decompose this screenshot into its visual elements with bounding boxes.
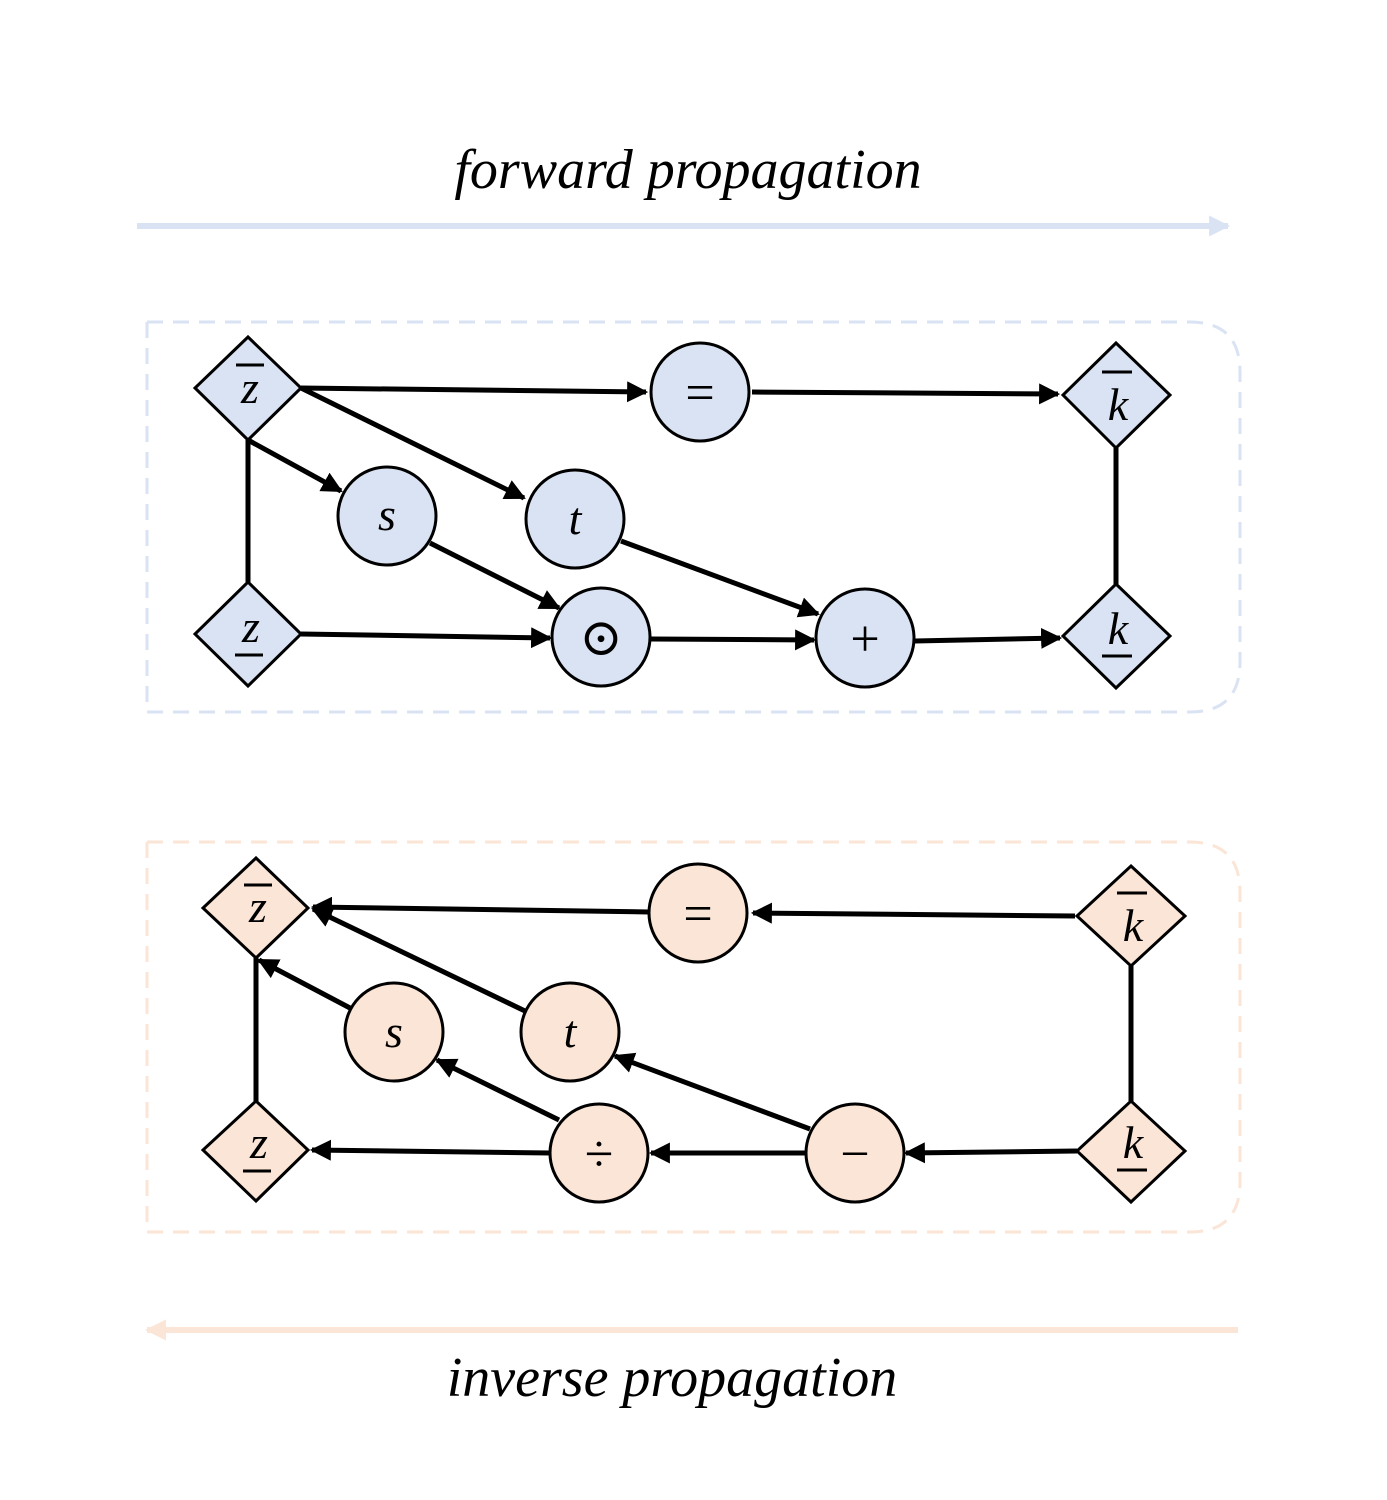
edge-zbot-odot: [300, 627, 553, 649]
circle-shape: [524, 468, 626, 570]
edge-t-ztop: [311, 906, 527, 1014]
node-kbot: k: [1060, 581, 1173, 691]
inverse-edges: [253, 896, 1134, 1164]
inv-node-label-t: t: [564, 1006, 578, 1057]
inv-node-label-eq: =: [683, 886, 712, 943]
inv-node-label-zbot: z: [249, 1117, 268, 1168]
node-zbot: z: [192, 579, 304, 689]
inv-node-div: ÷: [548, 1102, 650, 1204]
inv-node-label-ktop: k: [1123, 900, 1145, 951]
inv-node-minus: −: [804, 1102, 906, 1204]
edge-div-s: [435, 1057, 561, 1123]
inverse-section: z z k k s t = ÷: [144, 840, 1242, 1409]
inverse-frame: [145, 840, 1242, 1234]
circle-shape: [336, 465, 438, 567]
edge-div-zbot: [309, 1139, 551, 1161]
forward-edges: [245, 381, 1119, 651]
edge-t-plus: [620, 538, 820, 618]
diamond-shape: [200, 855, 311, 961]
forward-caption: forward propagation: [454, 139, 921, 201]
node-label-eq: =: [685, 365, 714, 422]
node-eq: =: [649, 341, 751, 443]
inv-node-ktop: k: [1074, 863, 1188, 969]
inv-node-label-ztop: z: [248, 881, 267, 932]
circle-shape: [548, 1102, 650, 1204]
edge-s-odot: [428, 540, 561, 611]
node-label-odot: ⊙: [579, 610, 623, 667]
inv-node-label-minus: −: [840, 1126, 869, 1183]
edge-ktop-eq: [750, 902, 1076, 924]
circle-shape: [519, 981, 621, 1083]
edge-minus-t: [613, 1052, 811, 1132]
edge-eq-ktop: [751, 383, 1061, 405]
circle-shape: [814, 587, 916, 689]
diamond-shape: [200, 1098, 311, 1204]
node-label-plus: +: [850, 611, 879, 668]
circle-shape: [804, 1102, 906, 1204]
node-t: t: [524, 468, 626, 570]
node-label-zbot: z: [241, 601, 260, 652]
node-label-t: t: [569, 493, 583, 544]
forward-section: forward propagation z z: [137, 139, 1242, 714]
inv-node-s: s: [343, 981, 445, 1083]
node-label-s: s: [378, 489, 396, 540]
circle-shape: [647, 862, 749, 964]
diamond-shape: [1074, 863, 1188, 969]
edge-ztop-t: [299, 385, 526, 501]
inv-node-zbot: z: [200, 1098, 311, 1204]
node-odot: ⊙: [550, 586, 652, 688]
edge-kbot-minus: [903, 1142, 1078, 1164]
circle-shape: [550, 586, 652, 688]
diamond-shape: [1060, 581, 1173, 691]
inv-node-ztop: z: [200, 855, 311, 961]
forward-frame: [145, 320, 1242, 714]
edge-ztop-s: [246, 437, 343, 494]
diamond-shape: [1060, 340, 1173, 451]
inv-node-label-kbot: k: [1123, 1117, 1145, 1168]
circle-shape: [343, 981, 445, 1083]
node-label-ktop: k: [1108, 379, 1130, 430]
diamond-shape: [192, 579, 304, 689]
node-label-kbot: k: [1108, 603, 1130, 654]
edge-plus-kbot: [914, 627, 1063, 649]
inv-node-label-s: s: [385, 1006, 403, 1057]
inverse-caption: inverse propagation: [447, 1347, 898, 1409]
edge-s-ztop: [257, 957, 352, 1011]
node-plus: +: [814, 587, 916, 689]
diamond-shape: [192, 334, 304, 443]
node-s: s: [336, 465, 438, 567]
inv-node-label-div: ÷: [585, 1126, 614, 1183]
inv-node-t: t: [519, 981, 621, 1083]
node-ztop: z: [192, 334, 304, 443]
inv-node-kbot: k: [1074, 1098, 1188, 1205]
edge-eq-ztop: [310, 896, 650, 918]
diamond-shape: [1074, 1098, 1188, 1205]
circle-shape: [649, 341, 751, 443]
edge-odot-plus: [650, 629, 817, 651]
inv-node-eq: =: [647, 862, 749, 964]
node-label-ztop: z: [240, 362, 259, 413]
edge-ztop-eq: [300, 381, 649, 403]
node-ktop: k: [1060, 340, 1173, 451]
